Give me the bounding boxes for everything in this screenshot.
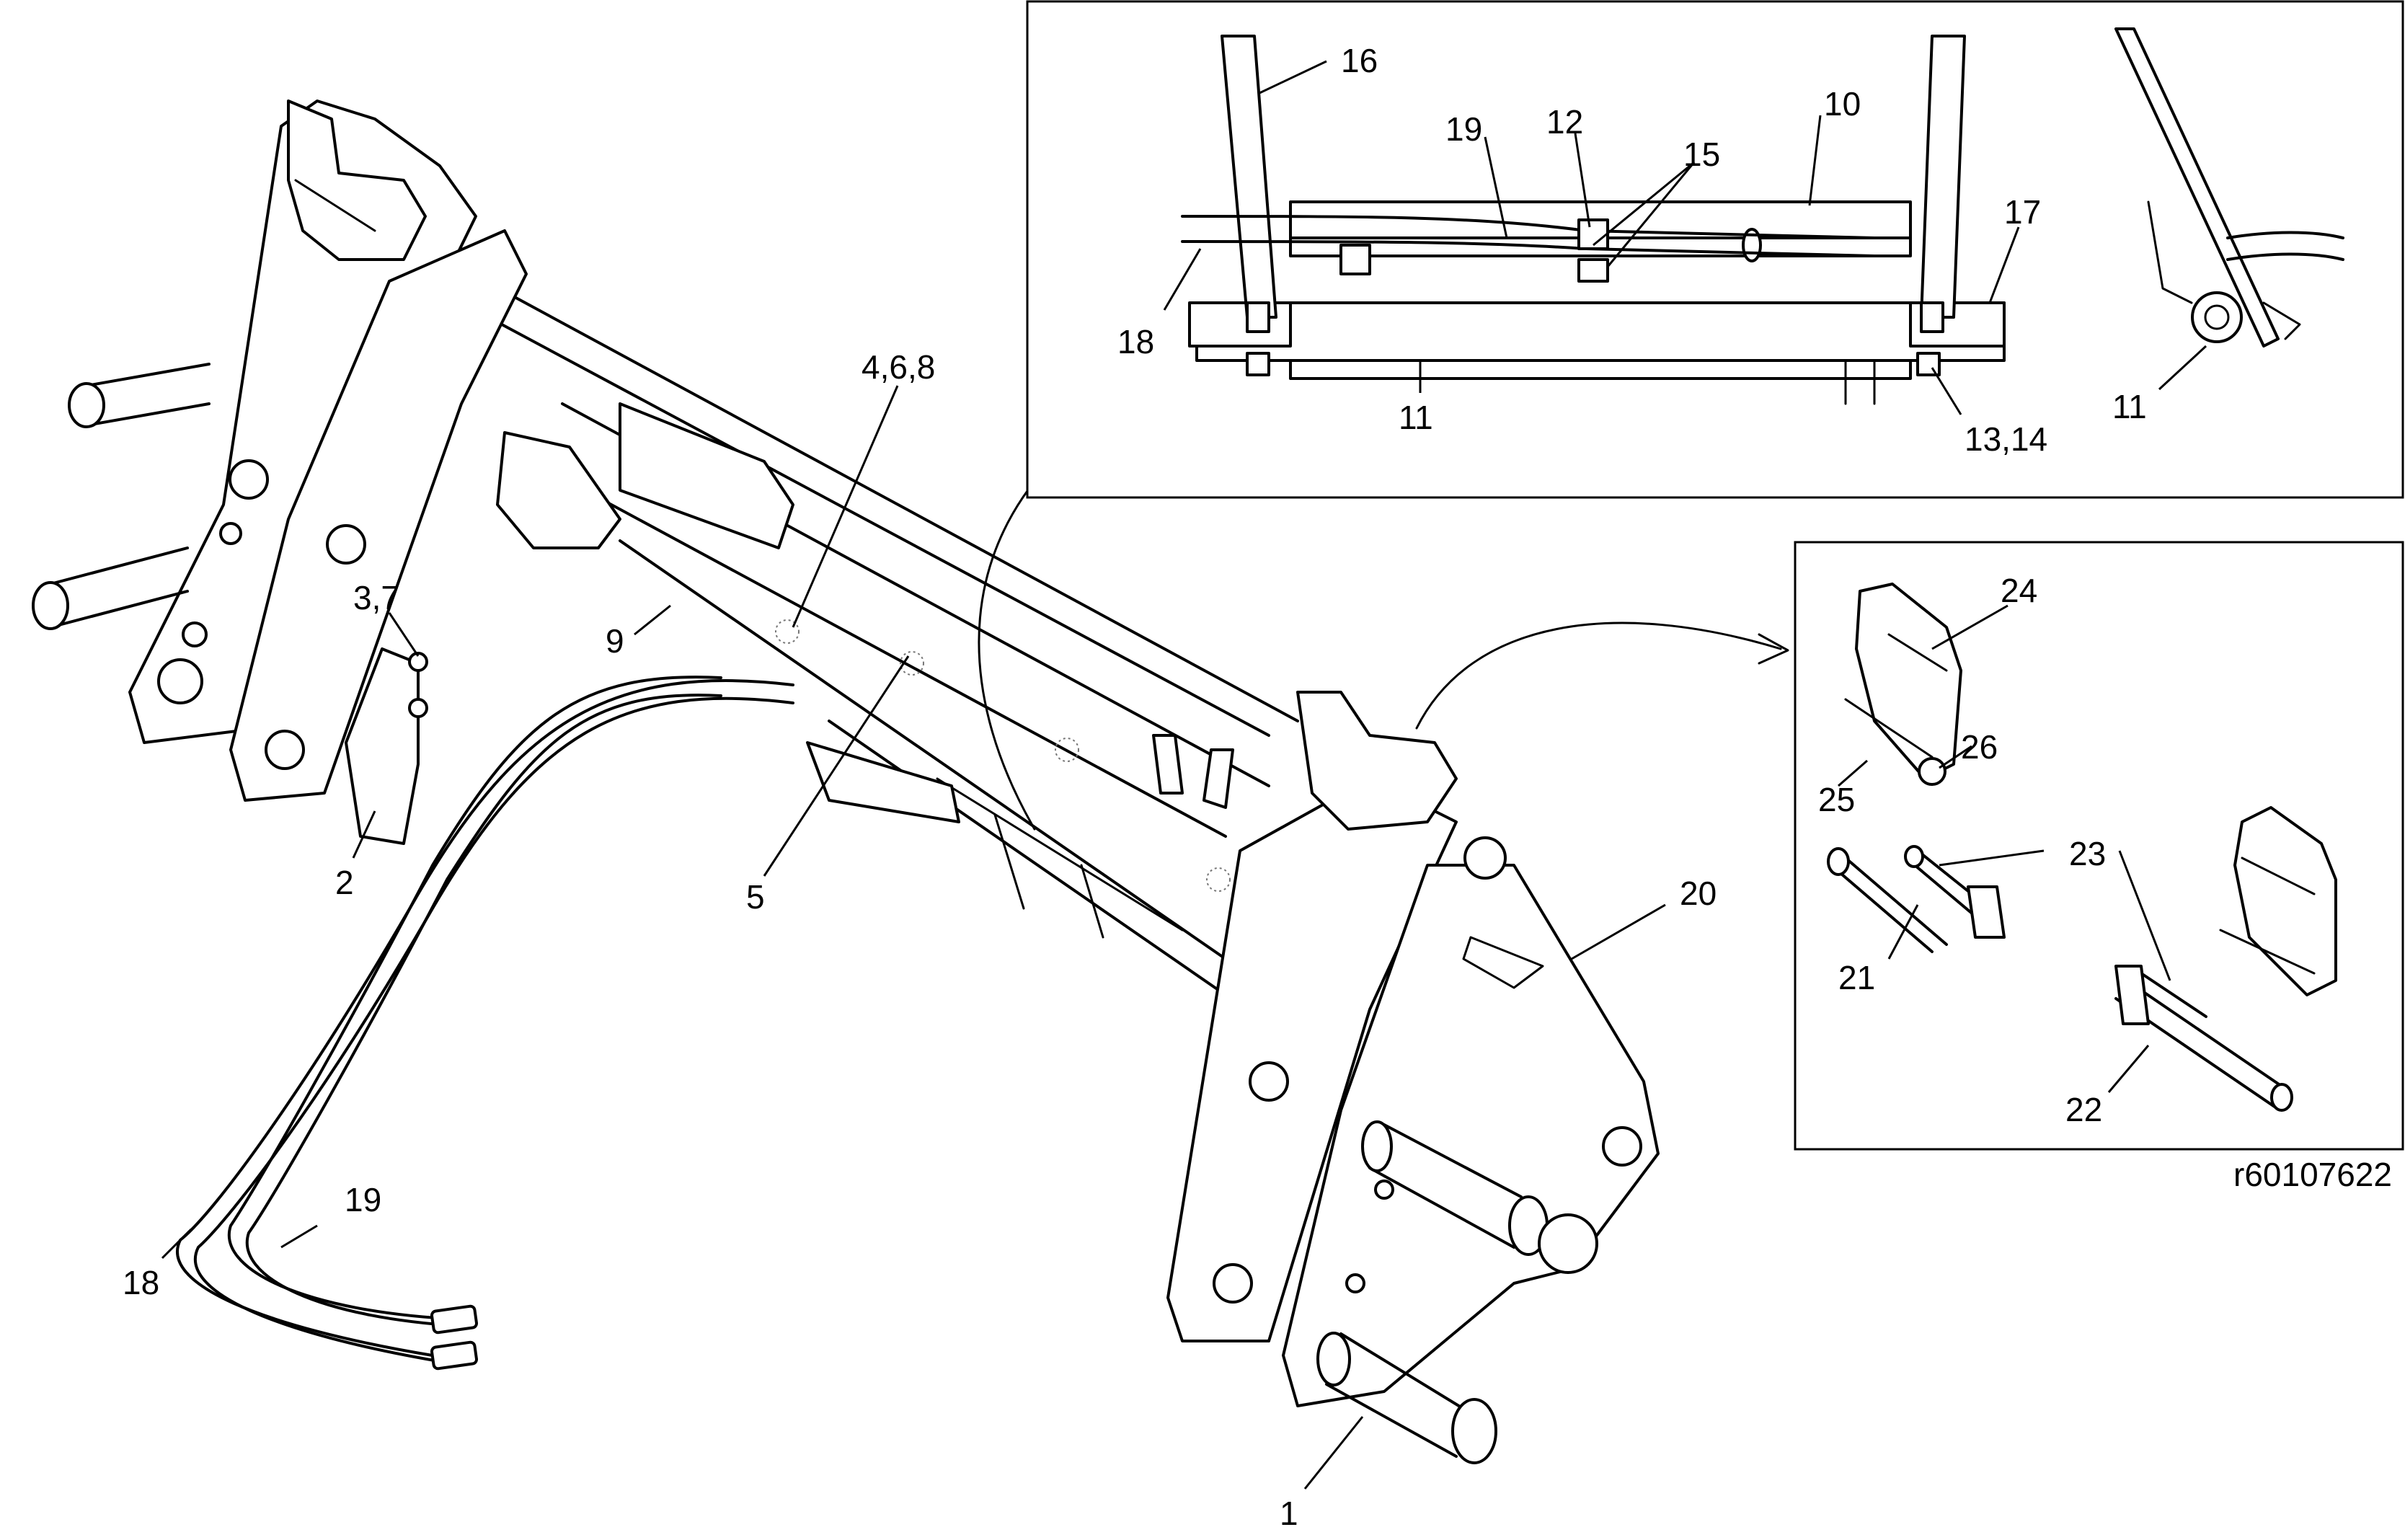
callout-5: 5 xyxy=(746,878,765,916)
callout-9: 9 xyxy=(606,622,624,660)
left-hook-block xyxy=(287,99,427,261)
main-leaders xyxy=(161,385,1666,1490)
main-assembly xyxy=(32,99,1789,1464)
inset2-callout-26: 26 xyxy=(1961,728,1998,766)
inset2-callout-21: 21 xyxy=(1838,959,1875,996)
mid-brackets xyxy=(496,402,1234,823)
inset1-callout-15: 15 xyxy=(1683,136,1720,173)
left-pins xyxy=(32,363,211,630)
inset1-callout-12: 12 xyxy=(1546,103,1583,141)
callout-3-7: 3,7 xyxy=(353,579,399,616)
inset1-callout-13-14: 13,14 xyxy=(1965,420,2047,458)
left-side-plate xyxy=(128,99,528,802)
inset2-callout-25: 25 xyxy=(1818,781,1855,818)
right-pins xyxy=(1316,1120,1598,1464)
hydraulic-hoses xyxy=(175,676,794,1371)
inset1-callout-11b: 11 xyxy=(2112,388,2147,425)
callout-2: 2 xyxy=(335,864,354,901)
inset1-callout-16: 16 xyxy=(1341,42,1378,79)
inset2-callout-23: 23 xyxy=(2069,835,2106,872)
drawing-id: r60107622 xyxy=(2233,1156,2392,1193)
inset1-callout-17: 17 xyxy=(2004,193,2041,231)
inset2-callout-24: 24 xyxy=(2001,572,2037,609)
hidden-fittings xyxy=(775,619,1231,892)
inset-pins: 24 26 25 23 21 22 xyxy=(1794,541,2404,1151)
inset1-callout-19: 19 xyxy=(1445,110,1482,148)
inset2-callout-22: 22 xyxy=(2065,1091,2102,1128)
inset1-callout-10: 10 xyxy=(1824,85,1861,123)
callout-20: 20 xyxy=(1680,875,1717,912)
callout-18: 18 xyxy=(123,1264,159,1301)
callout-19: 19 xyxy=(345,1181,381,1218)
inset-hose-routing: 16 19 12 15 10 17 18 11 13,14 11 xyxy=(1026,0,2404,499)
inset1-callout-11a: 11 xyxy=(1399,399,1433,436)
right-hook-block xyxy=(1296,691,1544,989)
inset1-callout-18: 18 xyxy=(1117,323,1154,360)
callout-1: 1 xyxy=(1280,1495,1298,1532)
d-ring-bracket xyxy=(345,647,428,845)
main-callouts: 1 2 3,7 4,6,8 5 9 18 19 20 xyxy=(123,348,1717,1532)
callout-4-6-8: 4,6,8 xyxy=(862,348,935,386)
right-side-plate xyxy=(1166,777,1660,1407)
